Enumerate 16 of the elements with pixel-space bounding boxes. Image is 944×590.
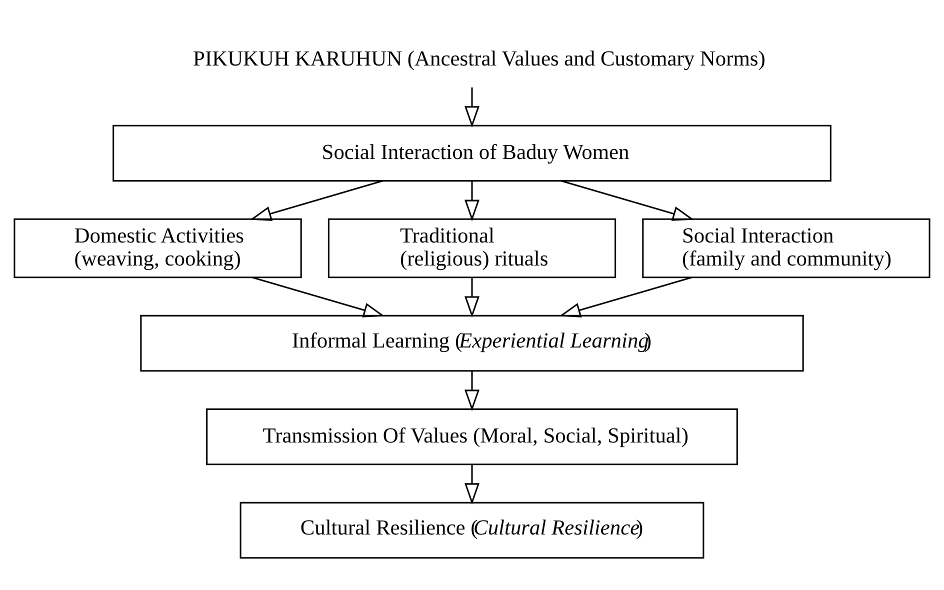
arrow (464, 87, 480, 128)
node-box: Transmission Of Values (Moral, Social, Spiritual) (206, 408, 738, 466)
arrow (464, 180, 480, 222)
arrow (250, 180, 384, 221)
arrow (559, 276, 692, 318)
arrow (252, 276, 385, 318)
arrow (560, 180, 694, 221)
node-box: Cultural Resilience (Cultural Resilience) (240, 502, 704, 559)
node-box: Traditional (religious) rituals (328, 218, 616, 278)
arrow (464, 370, 480, 412)
node-box: Social Interaction of Baduy Women (112, 124, 832, 182)
arrow (464, 464, 480, 505)
arrow (464, 277, 480, 318)
node-text: PIKUKUH KARUHUN (Ancestral Values and Customary Norms) (193, 46, 766, 70)
node-box: Social Interaction (family and community) (642, 218, 930, 278)
node-box: Domestic Activities (weaving, cooking) (14, 218, 302, 278)
